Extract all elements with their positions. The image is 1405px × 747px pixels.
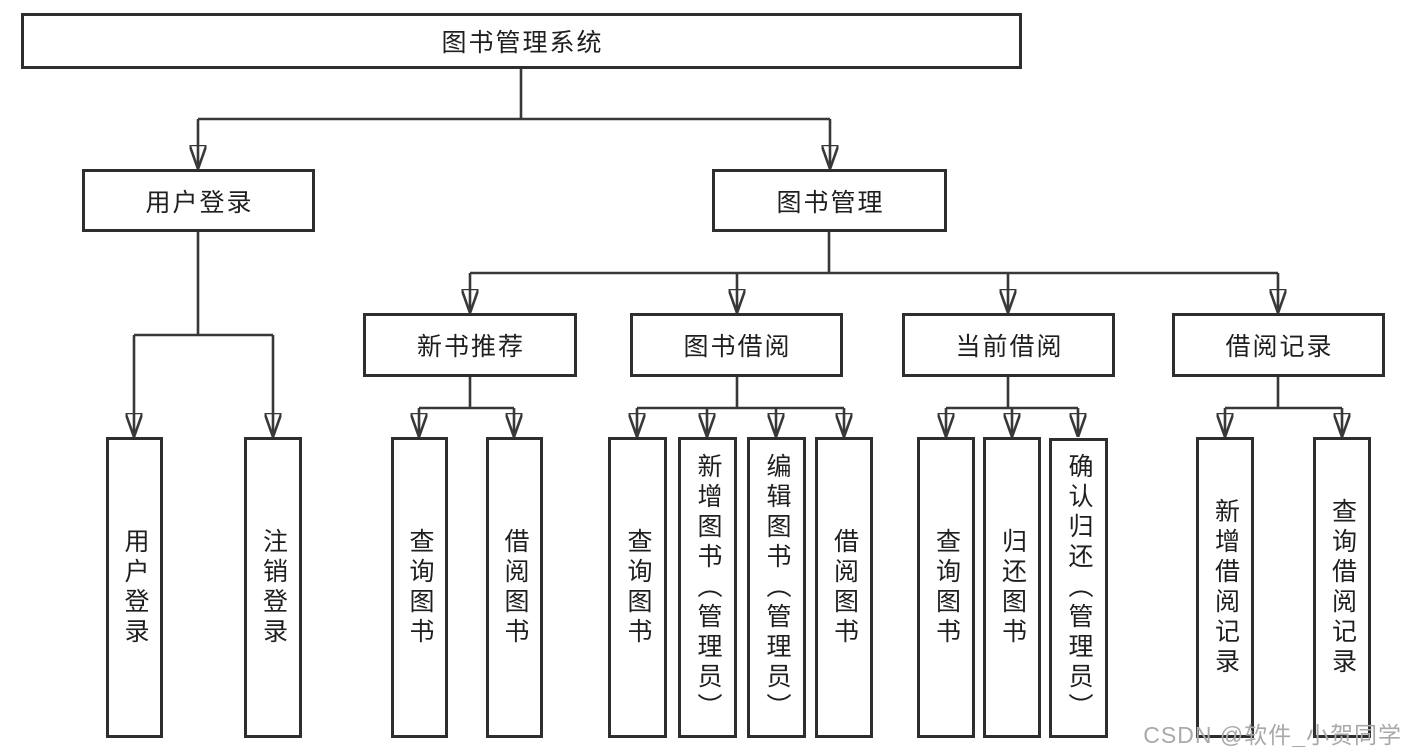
leaf-current-confirm-return-admin: 确认归还（管理员） xyxy=(1049,438,1108,738)
csdn-watermark: CSDN @软件_小贺同学 xyxy=(1143,722,1402,747)
leaf-logout-label: 注销登录 xyxy=(259,527,288,648)
leaf-record-add-record: 新增借阅记录 xyxy=(1196,437,1254,738)
leaf-record-query-record-label: 查询借阅记录 xyxy=(1328,497,1357,678)
leaf-borrow-add-book-admin-label: 新增图书（管理员） xyxy=(694,452,722,723)
leaf-borrow-query-book: 查询图书 xyxy=(608,437,667,738)
leaf-borrow-edit-book-admin-label: 编辑图书（管理员） xyxy=(763,452,791,723)
node-book-management-branch-label: 图书管理 xyxy=(776,188,885,217)
leaf-logout: 注销登录 xyxy=(244,437,302,738)
node-book-borrow-label: 图书借阅 xyxy=(683,333,792,361)
leaf-current-query-book: 查询图书 xyxy=(917,437,975,738)
leaf-record-query-record: 查询借阅记录 xyxy=(1313,437,1371,738)
node-borrow-record-label: 借阅记录 xyxy=(1225,333,1334,361)
node-current-borrow-label: 当前借阅 xyxy=(955,333,1064,361)
node-current-borrow: 当前借阅 xyxy=(902,313,1115,377)
node-new-book-recommend-label: 新书推荐 xyxy=(416,333,525,361)
node-user-login-branch-label: 用户登录 xyxy=(145,188,254,217)
node-root-system: 图书管理系统 xyxy=(21,13,1022,69)
leaf-current-return-book: 归还图书 xyxy=(983,437,1041,738)
node-root-system-label: 图书管理系统 xyxy=(441,29,604,57)
leaf-borrow-query-book-label: 查询图书 xyxy=(624,527,652,648)
leaf-current-confirm-return-admin-label: 确认归还（管理员） xyxy=(1065,453,1093,723)
leaf-borrow-edit-book-admin: 编辑图书（管理员） xyxy=(747,437,806,738)
leaf-borrow-add-book-admin: 新增图书（管理员） xyxy=(678,437,737,738)
leaf-recommend-borrow-book: 借阅图书 xyxy=(486,437,543,738)
leaf-user-login-label: 用户登录 xyxy=(121,527,149,648)
leaf-user-login: 用户登录 xyxy=(106,437,163,738)
leaf-borrow-borrow-book: 借阅图书 xyxy=(815,437,873,738)
leaf-recommend-borrow-book-label: 借阅图书 xyxy=(501,527,529,648)
leaf-borrow-borrow-book-label: 借阅图书 xyxy=(830,527,859,648)
node-user-login-branch: 用户登录 xyxy=(82,169,315,232)
node-book-borrow: 图书借阅 xyxy=(630,313,843,377)
leaf-record-add-record-label: 新增借阅记录 xyxy=(1211,497,1240,678)
node-new-book-recommend: 新书推荐 xyxy=(363,313,577,377)
node-borrow-record: 借阅记录 xyxy=(1172,313,1385,377)
leaf-current-query-book-label: 查询图书 xyxy=(932,527,961,648)
leaf-current-return-book-label: 归还图书 xyxy=(998,527,1027,648)
node-book-management-branch: 图书管理 xyxy=(712,169,947,232)
leaf-recommend-query-book: 查询图书 xyxy=(391,437,448,738)
leaf-recommend-query-book-label: 查询图书 xyxy=(406,527,434,648)
